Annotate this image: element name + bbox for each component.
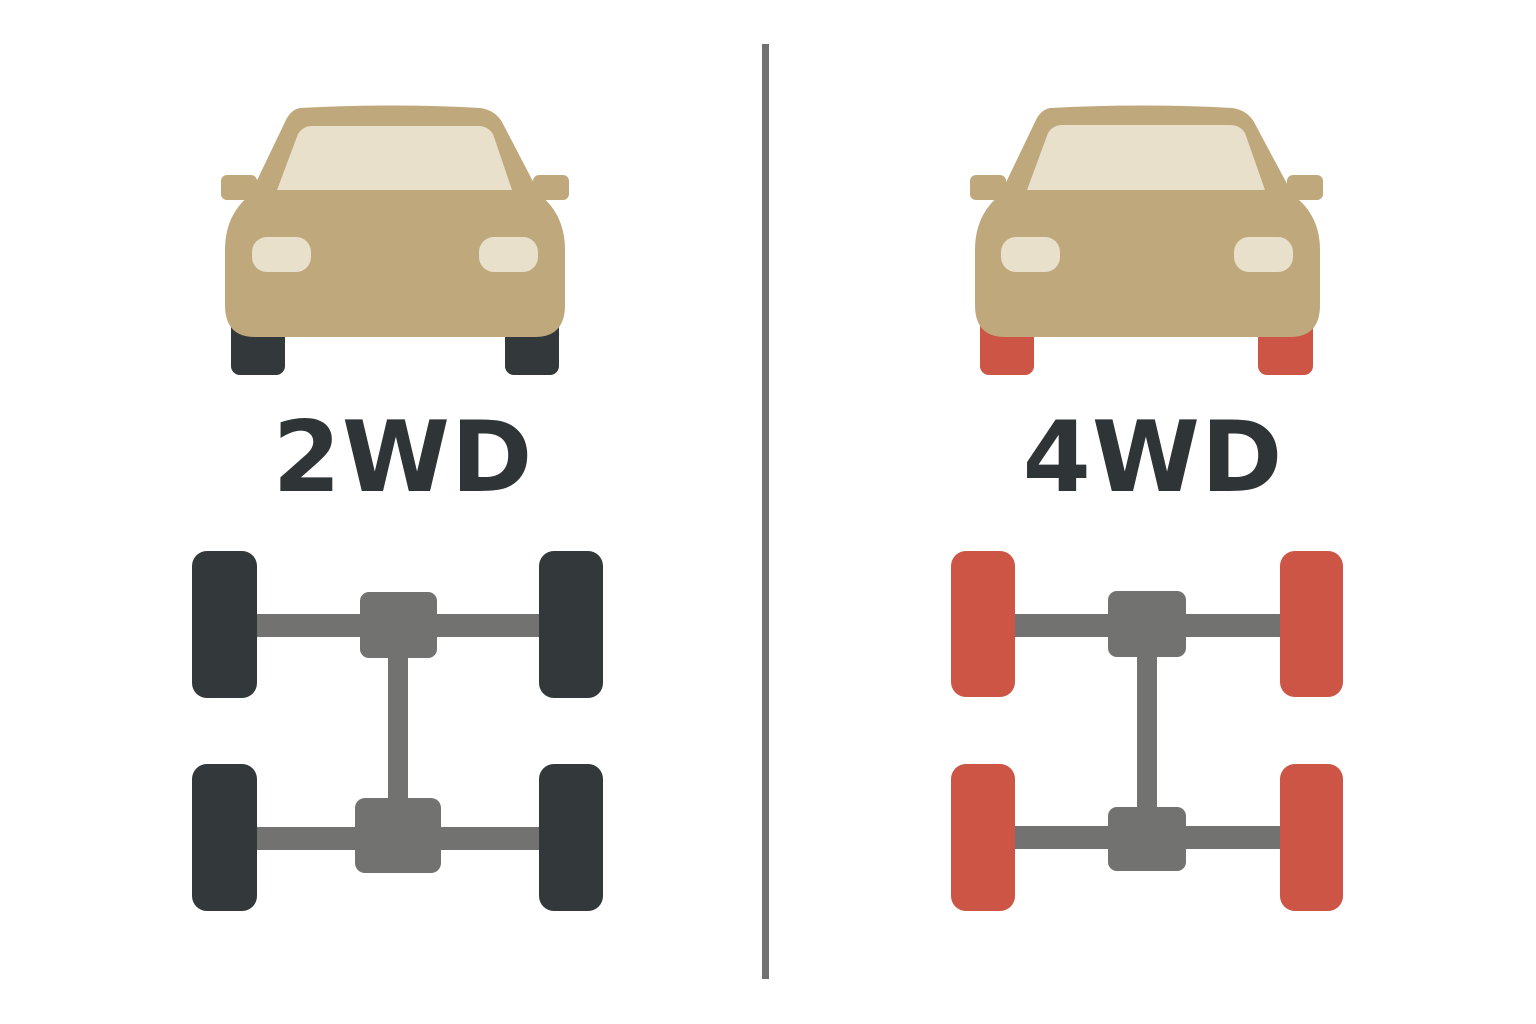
car-windshield xyxy=(1027,125,1265,190)
panel-2wd-graphics xyxy=(192,105,603,911)
wheel-front-left xyxy=(951,551,1015,697)
vertical-divider xyxy=(762,44,769,979)
car-headlight-right xyxy=(479,237,538,272)
label-2wd: 2WD xyxy=(272,401,534,515)
panel-4wd-graphics xyxy=(951,105,1343,911)
car-headlight-left xyxy=(252,237,311,272)
car-mirror-right xyxy=(533,175,569,200)
car-front-icon xyxy=(221,105,569,375)
wheel-front-right xyxy=(539,551,603,698)
car-mirror-left xyxy=(221,175,257,200)
label-4wd: 4WD xyxy=(1022,401,1284,515)
rear-differential xyxy=(355,798,441,873)
car-headlight-left xyxy=(1001,237,1060,272)
rear-differential xyxy=(1108,807,1186,871)
car-mirror-right xyxy=(1287,175,1323,200)
front-differential xyxy=(360,592,437,658)
driveshaft xyxy=(1137,650,1157,815)
wheel-rear-right xyxy=(1280,764,1343,911)
drivetrain-diagram xyxy=(192,551,603,911)
panel-2wd: 2WD xyxy=(192,105,603,911)
car-headlight-right xyxy=(1234,237,1293,272)
driveshaft xyxy=(388,650,408,805)
wheel-front-left xyxy=(192,551,257,698)
wheel-rear-right xyxy=(539,764,603,911)
front-differential xyxy=(1108,591,1186,657)
wheel-front-right xyxy=(1280,551,1343,697)
car-mirror-left xyxy=(970,175,1006,200)
car-windshield xyxy=(277,126,512,190)
panel-4wd: 4WD xyxy=(768,0,1536,1024)
wheel-rear-left xyxy=(192,764,257,911)
wheel-rear-left xyxy=(951,764,1015,911)
car-front-icon xyxy=(970,105,1323,375)
drivetrain-diagram xyxy=(951,551,1343,911)
